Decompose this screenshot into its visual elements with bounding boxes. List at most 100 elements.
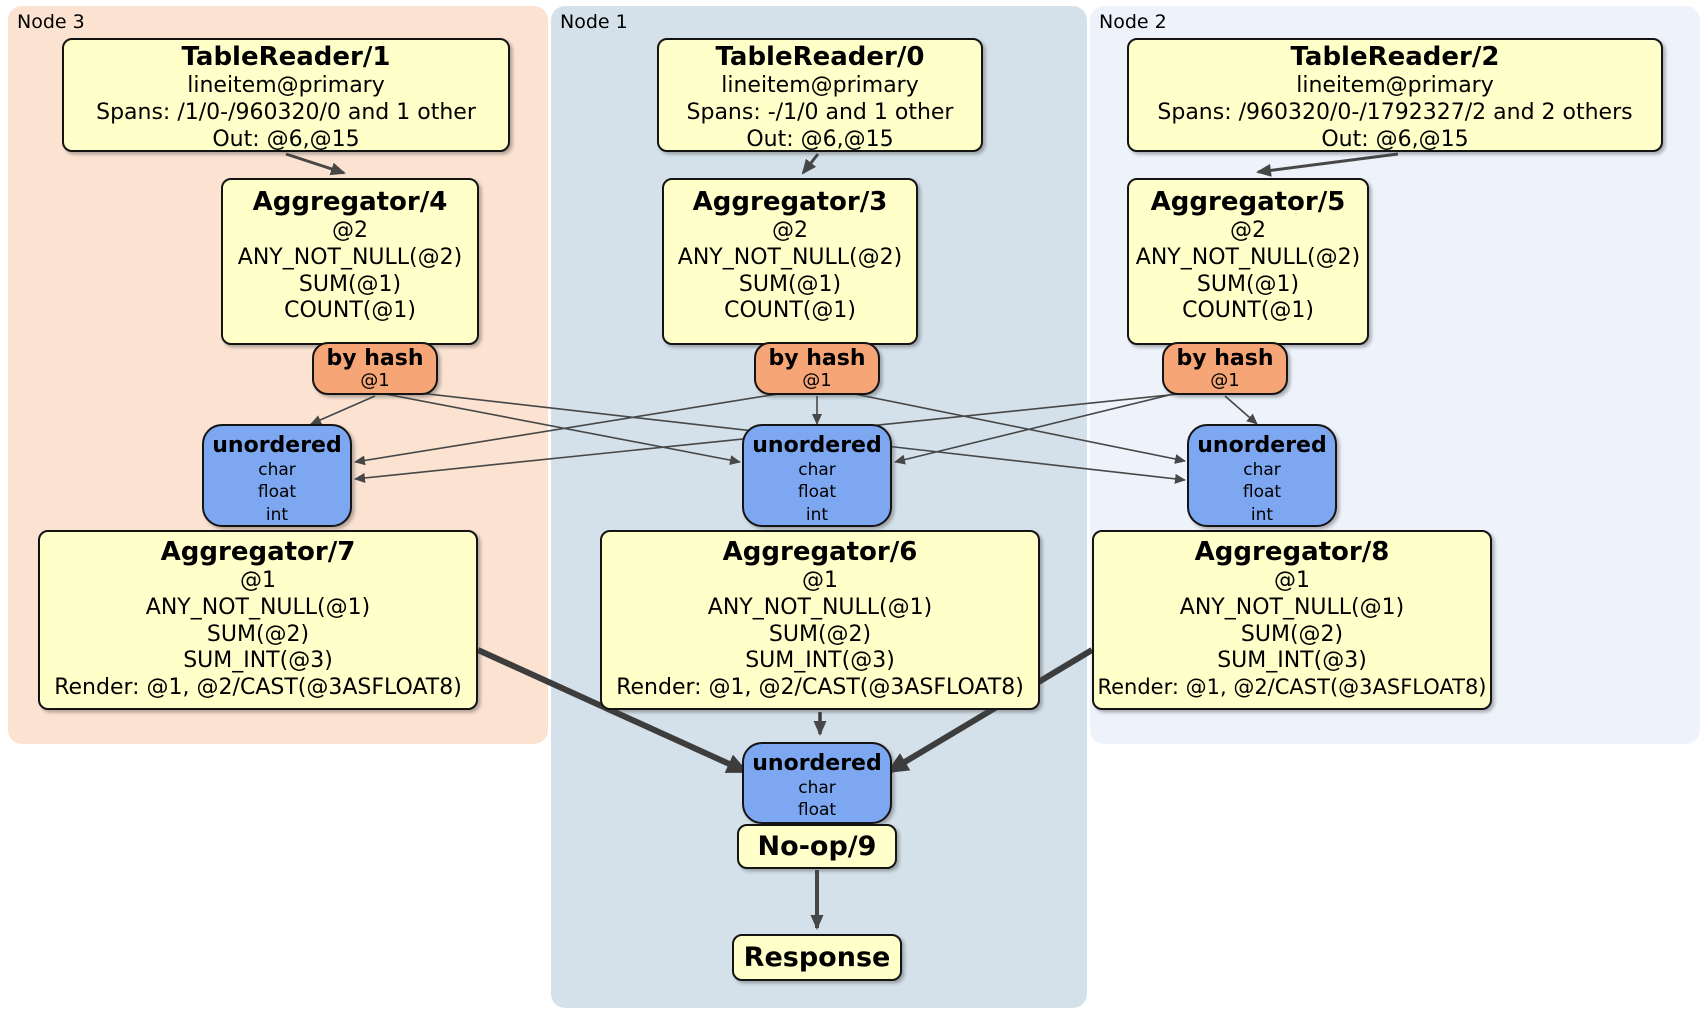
processor-detail: @1 [802, 567, 838, 593]
processor-aggregator-8: Aggregator/8 @1 ANY_NOT_NULL(@1) SUM(@2)… [1092, 530, 1492, 710]
processor-tablereader-2: TableReader/2 lineitem@primary Spans: /9… [1127, 38, 1663, 152]
processor-detail: ANY_NOT_NULL(@2) [1135, 244, 1361, 270]
processor-detail: SUM(@1) [298, 271, 402, 297]
processor-detail: SUM(@2) [206, 621, 310, 647]
processor-aggregator-3: Aggregator/3 @2 ANY_NOT_NULL(@2) SUM(@1)… [662, 178, 918, 345]
router-column: @1 [802, 370, 832, 392]
edge-hash3-sync1 [374, 391, 741, 466]
sync-column: char [258, 460, 296, 481]
processor-detail: COUNT(@1) [284, 298, 416, 324]
processor-title: Aggregator/3 [692, 187, 888, 217]
processor-tablereader-0: TableReader/0 lineitem@primary Spans: -/… [657, 38, 983, 152]
edge-hash1-sync3 [354, 391, 791, 466]
processor-aggregator-7: Aggregator/7 @1 ANY_NOT_NULL(@1) SUM(@2)… [38, 530, 478, 710]
processor-detail: SUM(@2) [1240, 621, 1344, 647]
processor-detail: SUM(@2) [768, 621, 872, 647]
edge-hash3-sync3 [310, 395, 376, 425]
processor-aggregator-4: Aggregator/4 @2 ANY_NOT_NULL(@2) SUM(@1)… [221, 178, 479, 345]
processor-detail: @1 [240, 567, 276, 593]
edge-tr1-agg4 [285, 152, 346, 176]
processor-detail: ANY_NOT_NULL(@2) [677, 244, 903, 270]
sync-unordered-node2: unordered char float int [1187, 424, 1337, 527]
processor-aggregator-6: Aggregator/6 @1 ANY_NOT_NULL(@1) SUM(@2)… [600, 530, 1040, 710]
hash-router-node1: by hash @1 [754, 342, 880, 395]
edge-hash2-sync1 [894, 387, 1199, 465]
processor-detail: Out: @6,@15 [1321, 126, 1469, 152]
processor-detail: @2 [772, 217, 808, 243]
sync-column: char [798, 460, 836, 481]
response-title: Response [743, 941, 891, 973]
node-group-label-node1: Node 1 [560, 11, 628, 33]
processor-title: Aggregator/7 [160, 537, 356, 567]
sync-title: unordered [752, 751, 882, 776]
processor-detail: Render: @1, @2/CAST(@3ASFLOAT8) [54, 675, 462, 701]
processor-detail: COUNT(@1) [1182, 298, 1314, 324]
sync-column: char [1243, 460, 1281, 481]
sync-title: unordered [212, 433, 342, 458]
processor-detail: Render: @1, @2/CAST(@3ASFLOAT8) [616, 675, 1024, 701]
edge-tr0-agg3 [801, 153, 820, 175]
router-title: by hash [768, 346, 866, 371]
processor-detail: ANY_NOT_NULL(@1) [707, 594, 933, 620]
router-title: by hash [1176, 346, 1274, 371]
processor-title: TableReader/0 [715, 42, 925, 72]
processor-detail: SUM_INT(@3) [745, 648, 895, 674]
edge-hash1-sync2 [844, 391, 1186, 464]
processor-detail: ANY_NOT_NULL(@2) [237, 244, 463, 270]
edge-agg7-final-sync [476, 647, 749, 775]
processor-title: Aggregator/8 [1194, 537, 1390, 567]
processor-detail: @2 [332, 217, 368, 243]
processor-aggregator-5: Aggregator/5 @2 ANY_NOT_NULL(@2) SUM(@1)… [1127, 178, 1369, 345]
edge-tr2-agg5 [1256, 152, 1399, 177]
processor-detail: lineitem@primary [187, 72, 385, 98]
sync-title: unordered [1197, 433, 1327, 458]
processor-detail: SUM_INT(@3) [1217, 648, 1367, 674]
processor-noop-9: No-op/9 [737, 824, 897, 869]
sync-column: int [265, 504, 289, 525]
router-column: @1 [1210, 370, 1240, 392]
processor-title: TableReader/1 [181, 42, 391, 72]
processor-detail: SUM(@1) [738, 271, 842, 297]
processor-detail: SUM(@1) [1196, 271, 1300, 297]
sync-title: unordered [752, 433, 882, 458]
router-column: @1 [360, 370, 390, 392]
edge-hash2-sync2 [1224, 395, 1258, 425]
processor-title: Aggregator/6 [722, 537, 918, 567]
processor-detail: COUNT(@1) [724, 298, 856, 324]
sync-column: int [1250, 504, 1274, 525]
sync-column: char [798, 778, 836, 799]
response-box: Response [732, 934, 902, 981]
hash-router-node3: by hash @1 [312, 342, 438, 395]
sync-unordered-final: unordered char float [742, 742, 892, 824]
sync-column: float [797, 800, 837, 821]
sync-column: int [805, 504, 829, 525]
sync-unordered-node3: unordered char float int [202, 424, 352, 527]
processor-title: TableReader/2 [1290, 42, 1500, 72]
processor-detail: ANY_NOT_NULL(@1) [145, 594, 371, 620]
edge-agg8-final-sync [886, 647, 1094, 775]
processor-detail: @1 [1274, 567, 1310, 593]
processor-detail: @2 [1230, 217, 1266, 243]
router-title: by hash [326, 346, 424, 371]
sync-column: float [257, 482, 297, 503]
processor-detail: Spans: /1/0-/960320/0 and 1 other [96, 99, 476, 125]
processor-detail: lineitem@primary [1296, 72, 1494, 98]
processor-title: Aggregator/4 [252, 187, 448, 217]
node-group-label-node3: Node 3 [17, 11, 85, 33]
sync-column: float [797, 482, 837, 503]
processor-detail: Out: @6,@15 [212, 126, 360, 152]
processor-detail: Out: @6,@15 [746, 126, 894, 152]
processor-detail: Render: @1, @2/CAST(@3ASFLOAT8) [1097, 675, 1487, 700]
processor-tablereader-1: TableReader/1 lineitem@primary Spans: /1… [62, 38, 510, 152]
processor-detail: ANY_NOT_NULL(@1) [1179, 594, 1405, 620]
sync-unordered-node1: unordered char float int [742, 424, 892, 527]
processor-detail: SUM_INT(@3) [183, 648, 333, 674]
processor-detail: lineitem@primary [721, 72, 919, 98]
processor-title: Aggregator/5 [1150, 187, 1346, 217]
sync-column: float [1242, 482, 1282, 503]
processor-detail: Spans: -/1/0 and 1 other [686, 99, 954, 125]
node-group-label-node2: Node 2 [1099, 11, 1167, 33]
processor-detail: Spans: /960320/0-/1792327/2 and 2 others [1157, 99, 1633, 125]
